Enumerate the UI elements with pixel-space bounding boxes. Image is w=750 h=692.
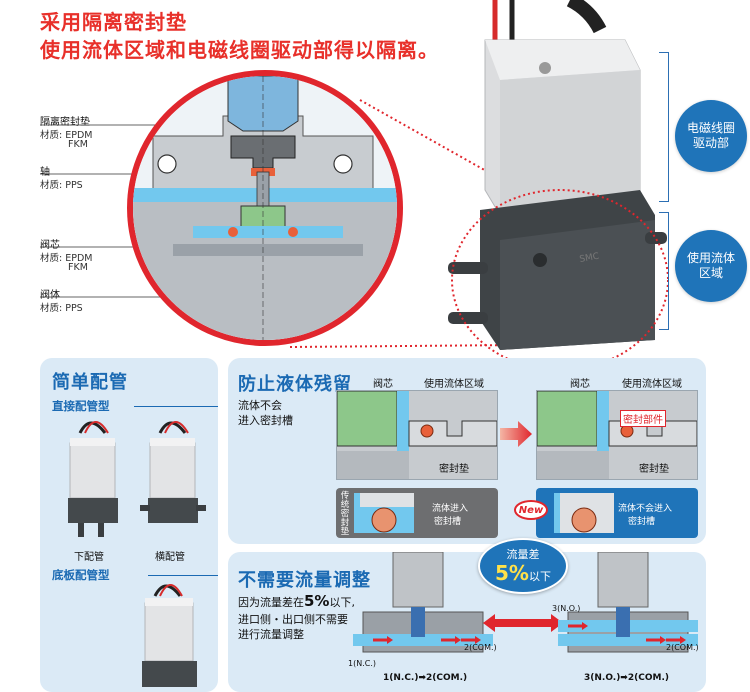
legacy-diagram-svg [336, 390, 498, 479]
flow-right-port-out: 2(COM.) [666, 643, 699, 652]
panel-prevent-residue-title: 防止液体残留 [238, 374, 352, 395]
callout-valve-body: 阀体 [40, 290, 60, 301]
legacy-seal-svg [354, 493, 414, 533]
callout-shaft: 轴 [40, 167, 50, 178]
arrow-right-icon [500, 421, 532, 447]
legacy-seal-vertical-label: 传统密封垫 [340, 491, 350, 537]
callout-valve-body-material: 材质: PPS [40, 303, 83, 314]
legacy-core-label: 阀芯 [373, 379, 393, 390]
coil-drive-badge-text: 电磁线圈驱动部 [686, 121, 735, 150]
callout-isolation-seal: 隔离密封垫 [40, 117, 90, 128]
new-text-2: 密封槽 [628, 517, 656, 527]
base-piping-title: 底板配管型 [52, 568, 110, 582]
headline-line-2: 使用流体区域和电磁线圈驱动部得以隔离。 [40, 38, 439, 62]
flow-desc-pre: 因为流量差在 [238, 596, 304, 609]
direct-piping-valves [68, 421, 206, 537]
flow-desc-big: 5% [304, 592, 330, 610]
new-seal-label: 密封垫 [639, 464, 669, 475]
legacy-text-2: 密封槽 [434, 517, 462, 527]
legacy-diagram [336, 390, 498, 480]
panel-no-flow-adjust: 不需要流量调整 因为流量差在5%以下, 进口侧・出口侧不需要 进行流量调整 1(… [228, 552, 706, 692]
flow-badge-line1: 流量差 [506, 548, 540, 561]
fluid-area-badge-text: 使用流体区域 [686, 251, 735, 280]
new-fluid-label: 使用流体区域 [622, 379, 682, 390]
coil-drive-badge: 电磁线圈驱动部 [675, 100, 747, 172]
callout-valve-core-material-2: FKM [68, 262, 88, 273]
bidirectional-arrow-icon [483, 614, 563, 632]
cross-section-magnifier [127, 70, 403, 346]
direct-piping-underline [134, 406, 218, 407]
solenoid-valve-image: SMC [448, 0, 669, 360]
new-diagram-svg [536, 390, 698, 479]
flow-left-diagram [353, 552, 493, 653]
flow-badge-big: 5% [495, 561, 529, 585]
base-piping-underline [148, 575, 218, 576]
cross-section-diagram [133, 76, 397, 340]
flow-left-port-out: 2(COM.) [464, 643, 497, 652]
flow-desc-1: 因为流量差在5%以下, [238, 594, 355, 610]
flow-right-diagram [558, 552, 698, 653]
fluid-bracket [659, 212, 669, 330]
new-diagram [536, 390, 698, 480]
flow-difference-badge: 流量差 5%以下 [478, 538, 568, 594]
fluid-area-badge: 使用流体区域 [675, 230, 747, 302]
flow-badge-line2: 5%以下 [480, 561, 566, 585]
legacy-fluid-label: 使用流体区域 [424, 379, 484, 390]
direct-piping-title: 直接配管型 [52, 399, 110, 413]
legacy-seal-label: 密封垫 [439, 464, 469, 475]
new-text-1: 流体不会进入 [618, 504, 673, 514]
flow-left-caption: 1(N.C.)➡2(COM.) [383, 673, 468, 683]
bottom-piping-label: 下配管 [74, 552, 104, 563]
flow-left-port-in: 1(N.C.) [348, 659, 376, 668]
new-seal-box: 流体不会进入 密封槽 [536, 488, 698, 538]
base-piping-valve [142, 584, 197, 687]
new-core-label: 阀芯 [570, 379, 590, 390]
callout-isolation-seal-material-2: FKM [68, 139, 88, 150]
callout-valve-core: 阀芯 [40, 240, 60, 251]
flow-desc-3: 进行流量调整 [238, 628, 304, 641]
flow-desc-2: 进口侧・出口侧不需要 [238, 613, 348, 626]
residue-desc-2: 进入密封槽 [238, 414, 293, 427]
legacy-seal-box: 传统密封垫 流体进入 密封槽 [336, 488, 498, 538]
panel-prevent-residue: 防止液体残留 流体不会 进入密封槽 阀芯 使用流体区域 密封垫 阀芯 使用流体区… [228, 358, 706, 544]
headline-line-1: 采用隔离密封垫 [40, 10, 187, 34]
callout-valve-core-material: 材质: EPDM [40, 253, 93, 264]
callout-shaft-material: 材质: PPS [40, 180, 83, 191]
callout-isolation-seal-material: 材质: EPDM [40, 130, 93, 141]
residue-desc-1: 流体不会 [238, 399, 282, 412]
flow-desc-post: 以下, [329, 596, 355, 609]
legacy-text-1: 流体进入 [432, 504, 469, 514]
new-seal-svg [554, 493, 614, 533]
new-badge: New [514, 500, 548, 520]
new-seal-part-label: 密封部件 [620, 410, 666, 427]
flow-badge-post: 以下 [528, 570, 551, 583]
panel-no-flow-adjust-title: 不需要流量调整 [238, 570, 371, 591]
coil-bracket [659, 52, 669, 202]
panel-simple-piping: 简单配管 直接配管型 下配管 横配管 底板配管型 [40, 358, 218, 692]
side-piping-label: 横配管 [155, 552, 185, 563]
flow-right-port-in: 3(N.O.) [552, 604, 581, 613]
svg-text:SMC: SMC [579, 252, 600, 265]
panel-simple-piping-title: 简单配管 [52, 372, 128, 393]
flow-right-caption: 3(N.O.)➡2(COM.) [584, 673, 669, 683]
